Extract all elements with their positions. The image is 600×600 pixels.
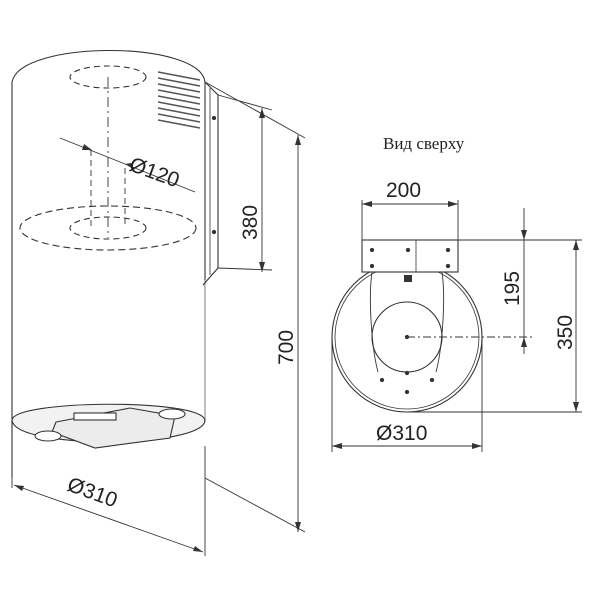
label-total-height: 700	[275, 330, 298, 365]
top-view-title: Вид сверху	[383, 134, 465, 153]
wall-mount-plate	[361, 239, 459, 273]
label-top-body-diameter: Ø310	[376, 422, 427, 445]
label-top-depth-center: 195	[501, 271, 524, 306]
dim-top-total-depth	[407, 239, 582, 413]
dim-chimney-diameter	[59, 137, 196, 193]
dim-top-depth-center	[407, 208, 532, 354]
hidden-inner-ring	[19, 205, 197, 251]
vent-grille	[157, 71, 201, 129]
left-light-spot	[34, 430, 62, 442]
hood-cylinder-body	[11, 50, 206, 478]
dim-body-diameter	[11, 446, 206, 556]
label-top-total-depth: 350	[554, 315, 577, 350]
right-light-spot	[158, 408, 186, 420]
hidden-inner-ring-small	[69, 216, 147, 240]
label-chimney-diameter: Ø120	[126, 153, 182, 192]
label-body-diameter: Ø310	[64, 473, 120, 512]
top-chimney-opening	[69, 65, 147, 89]
label-bracket-height: 380	[239, 205, 262, 240]
side-view	[11, 50, 306, 556]
label-top-width: 200	[386, 179, 421, 202]
wall-bracket	[202, 81, 219, 286]
dim-top-width	[361, 200, 459, 240]
top-view	[331, 200, 582, 452]
dim-bracket-height	[217, 94, 273, 272]
dim-total-height	[204, 81, 306, 533]
dim-top-body-diameter	[331, 337, 483, 452]
bottom-panel	[11, 403, 206, 449]
